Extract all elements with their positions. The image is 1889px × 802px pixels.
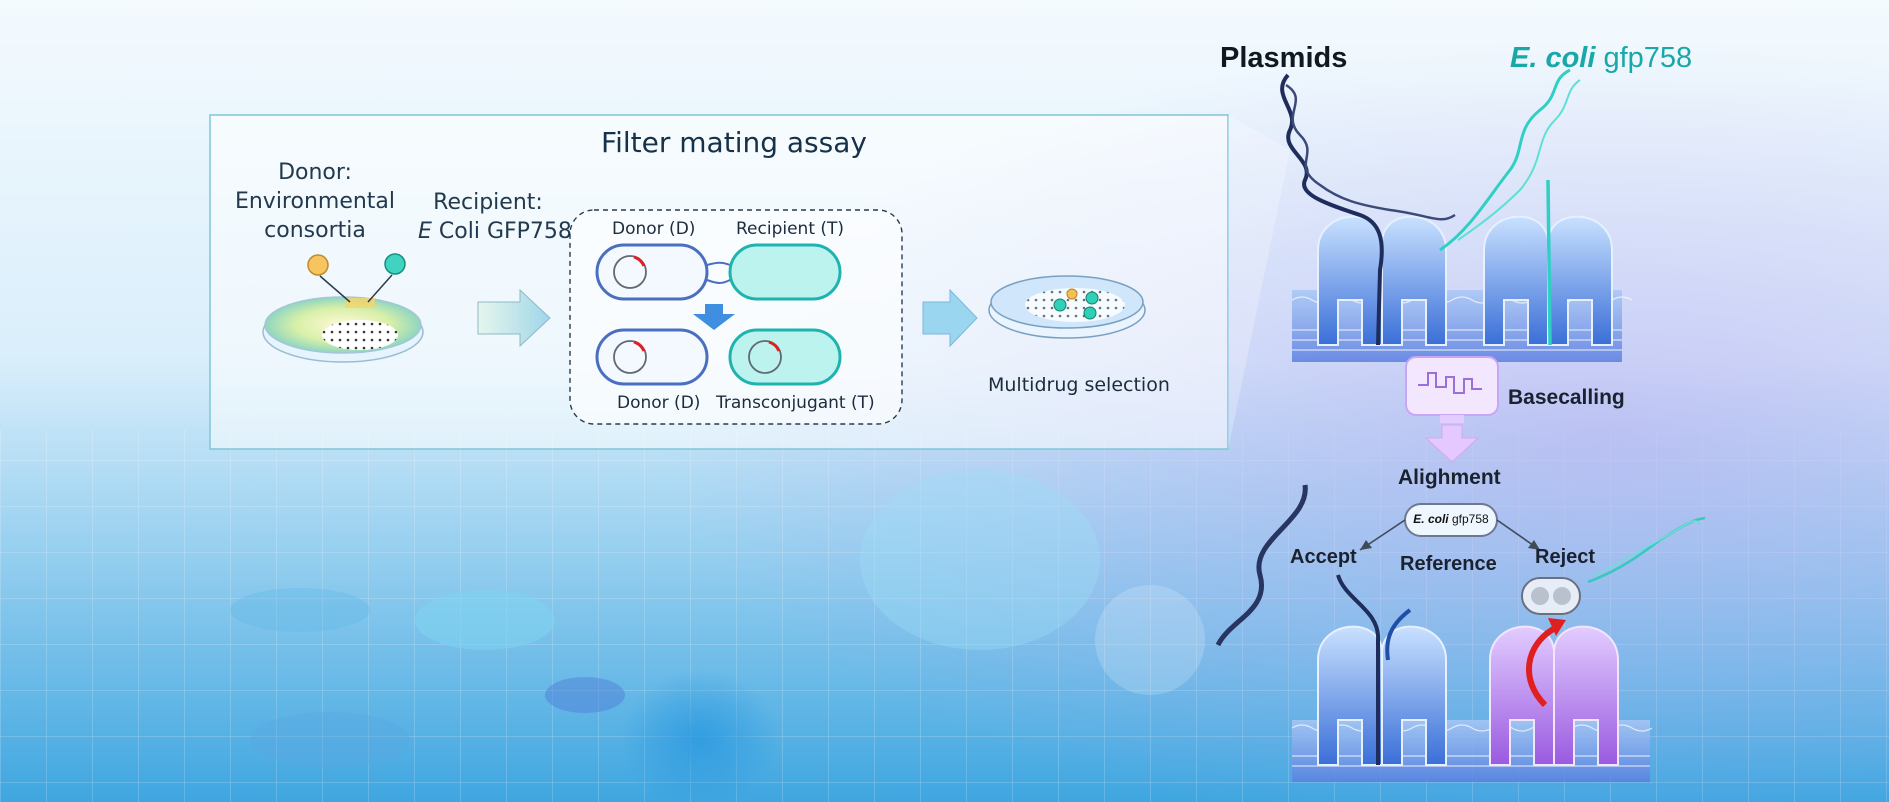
reject-label: Reject (1535, 546, 1596, 568)
plasmids-label: Plasmids (1220, 42, 1348, 74)
ecoli-rest: gfp758 (1595, 42, 1693, 74)
donor-line: Donor: (278, 160, 352, 185)
recipient-rest: Coli GFP758 (431, 219, 572, 244)
reference-label: Reference (1400, 553, 1497, 575)
recipient-line: Recipient: (433, 190, 543, 215)
recipient-line: E Coli GFP758 (418, 217, 572, 246)
donor-line: consortia (264, 218, 366, 243)
cell-label-transconjugant: Transconjugant (T) (716, 393, 875, 413)
ecoli-label: E. coli gfp758 (1510, 42, 1692, 75)
ecoli-italic: E. coli (1510, 42, 1596, 74)
reference-pill-label: E. coli gfp758 (1407, 512, 1495, 526)
multidrug-selection-label: Multidrug selection (988, 374, 1170, 396)
panel-title: Filter mating assay (601, 126, 867, 159)
recipient-italic: E (418, 219, 432, 244)
cell-label-recipient-top: Recipient (T) (736, 219, 845, 239)
recipient-label: Recipient: E Coli GFP758 (418, 188, 572, 246)
alignment-label: Alighment (1398, 466, 1501, 489)
donor-line: Environmental (234, 189, 396, 214)
plasmid-strand (1280, 73, 1456, 346)
reference-pill-italic: E. coli (1413, 512, 1449, 526)
basecalling-label: Basecalling (1508, 386, 1625, 409)
donor-label: Donor: Environmental consortia (230, 158, 400, 245)
reference-pill-rest: gfp758 (1448, 512, 1489, 526)
cell-label-donor-bottom: Donor (D) (617, 393, 701, 413)
cell-label-donor-top: Donor (D) (612, 219, 696, 239)
accept-label: Accept (1290, 546, 1357, 568)
